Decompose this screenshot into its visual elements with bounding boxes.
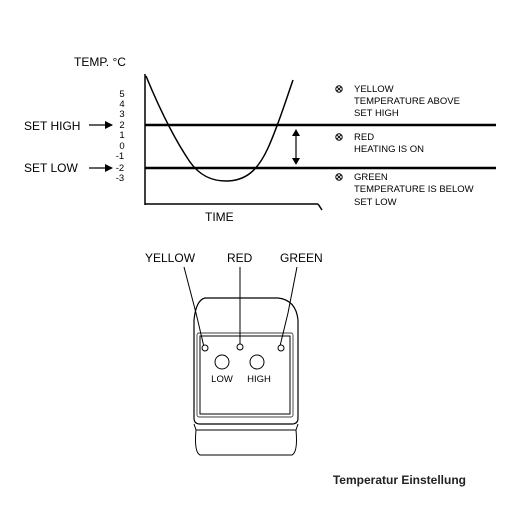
led-label-yellow: YELLOW	[145, 251, 196, 265]
legend-line: HEATING IS ON	[354, 144, 424, 155]
tick-label: 5	[119, 89, 124, 100]
device-edge-right	[295, 423, 299, 431]
temperature-curve	[145, 75, 294, 182]
tick-label: -2	[116, 163, 124, 174]
high-button[interactable]	[249, 354, 265, 370]
legend-line: SET LOW	[354, 197, 397, 208]
set-low-label: SET LOW	[24, 161, 78, 175]
legend-item-red: RED HEATING IS ON	[335, 132, 424, 155]
tick-label: -1	[116, 151, 124, 162]
green-led	[277, 344, 285, 352]
legend-item-green: GREEN TEMPERATURE IS BELOW SET LOW	[335, 172, 474, 208]
x-circle-icon	[335, 133, 343, 141]
x-axis-end	[317, 203, 323, 211]
legend-item-yellow: YELLOW TEMPERATURE ABOVE SET HIGH	[335, 84, 460, 119]
yellow-led	[201, 344, 209, 352]
legend-line: YELLOW	[354, 84, 394, 95]
high-button-label: HIGH	[247, 374, 271, 385]
device-housing	[193, 297, 299, 425]
x-axis-label: TIME	[205, 210, 234, 224]
tick-label: 3	[119, 109, 124, 120]
device-front-panel	[199, 335, 291, 415]
arrow-up-icon	[292, 129, 300, 136]
tick-label: -3	[116, 173, 124, 184]
tick-label: 2	[119, 120, 124, 131]
red-led	[236, 343, 244, 351]
thermostat-device: YELLOW RED GREEN LOW HIGH	[145, 251, 323, 456]
legend-line: GREEN	[354, 172, 388, 183]
set-high-label: SET HIGH	[24, 119, 80, 133]
legend-line: TEMPERATURE IS BELOW	[354, 184, 474, 195]
legend-line: SET HIGH	[354, 108, 399, 119]
tick-label: 1	[119, 130, 124, 141]
device-edge-left	[193, 423, 197, 431]
tick-label: 0	[119, 141, 124, 152]
device-base	[195, 429, 297, 456]
x-circle-icon	[335, 85, 343, 93]
tick-label: 4	[119, 99, 124, 110]
legend-line: TEMPERATURE ABOVE	[354, 96, 460, 107]
led-label-green: GREEN	[280, 251, 323, 265]
device-bezel	[196, 332, 294, 418]
low-button-label: LOW	[211, 374, 233, 385]
arrow-down-icon	[292, 158, 300, 165]
x-circle-icon	[335, 173, 343, 181]
low-button[interactable]	[214, 354, 230, 370]
temperature-graph: TEMP. °C 5 4 3 2 1 0 -1 -2 -3 SET HIGH S…	[24, 55, 496, 224]
green-leader-line	[279, 266, 298, 347]
figure-caption: Temperatur Einstellung	[333, 473, 466, 487]
y-axis-label: TEMP. °C	[74, 55, 126, 69]
legend-line: RED	[354, 132, 374, 143]
legend: YELLOW TEMPERATURE ABOVE SET HIGH RED HE…	[335, 84, 474, 208]
led-label-red: RED	[227, 251, 253, 265]
